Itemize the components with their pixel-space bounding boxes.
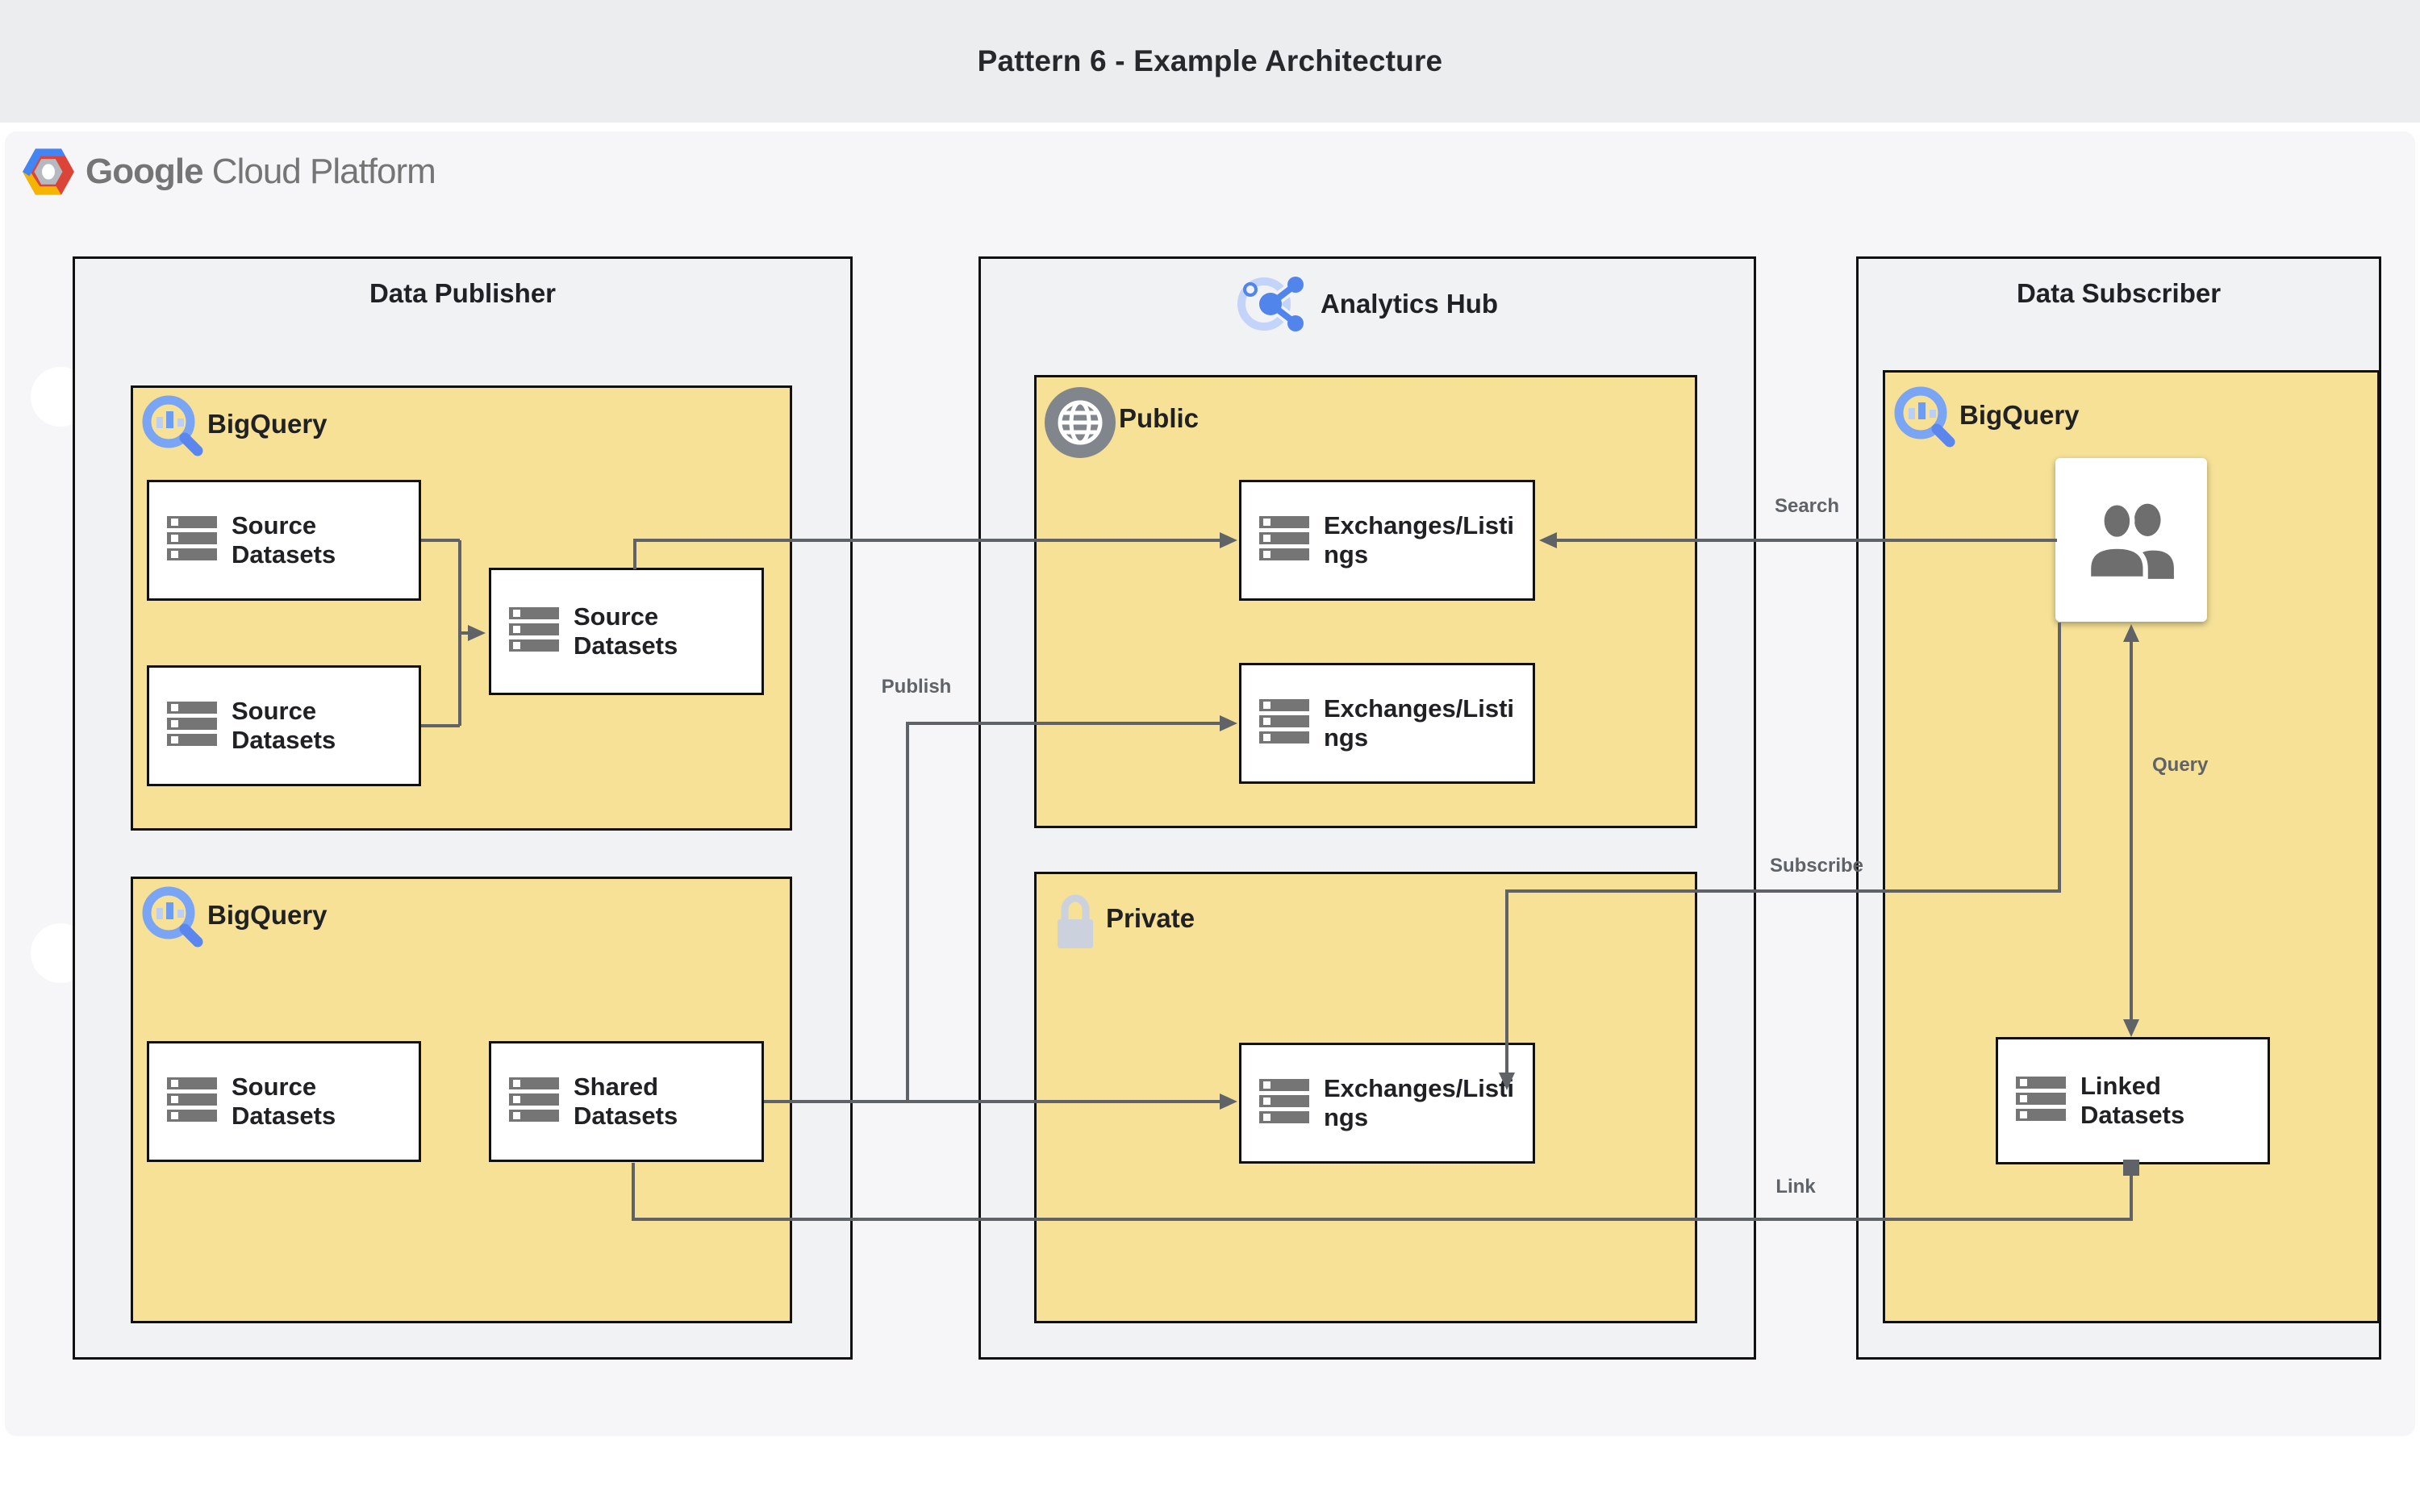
node-exchanges-listings-2: Exchanges/Listings [1239,663,1535,784]
gcp-brand: Google [86,152,204,191]
node-linked-datasets: Linked Datasets [1996,1037,2270,1164]
stacked-datasets-icon [509,1077,559,1126]
node-source-datasets-4: Source Datasets [147,1041,421,1162]
edge-label-search: Search [1774,495,1840,517]
gcp-brand-suffix: Cloud Platform [211,152,436,191]
node-label: Linked Datasets [2080,1072,2185,1129]
gcp-logo: Google Cloud Platform [23,144,436,200]
edge-label-query: Query [2152,754,2209,776]
node-shared-datasets: Shared Datasets [489,1041,764,1162]
edge-label-subscribe: Subscribe [1769,855,1864,877]
node-label: Source Datasets [232,1073,336,1130]
stacked-datasets-icon [2016,1077,2066,1125]
bigquery-icon [142,395,203,456]
node-label: Exchanges/Listings [1324,1074,1515,1131]
stacked-datasets-icon [509,607,559,656]
node-label: Source Datasets [574,602,678,660]
node-label: Source Datasets [232,697,336,754]
node-label: Shared Datasets [574,1073,678,1130]
node-label: Exchanges/Listings [1324,694,1515,752]
globe-icon [1045,387,1116,458]
subscriber-users-card [2055,458,2207,622]
node-source-datasets-2: Source Datasets [147,665,421,786]
users-icon [2085,499,2174,581]
stacked-datasets-icon [1259,516,1309,564]
data-publisher-title: Data Publisher [369,278,557,308]
node-label: Exchanges/Listings [1324,511,1515,569]
analytics-hub-icon [1237,277,1304,331]
private-label: Private [1106,903,1195,933]
page-title: Pattern 6 - Example Architecture [977,44,1443,77]
stacked-datasets-icon [167,702,217,750]
bigquery-label: BigQuery [207,900,328,930]
title-bar: Pattern 6 - Example Architecture [0,0,2420,123]
edge-label-publish: Publish [881,676,952,698]
edge-label-link: Link [1775,1176,1816,1198]
stacked-datasets-icon [1259,699,1309,748]
gcp-hexagon-icon [23,148,74,195]
bigquery-label: BigQuery [1959,400,2080,430]
public-label: Public [1119,403,1200,433]
gcp-logo-text: Google Cloud Platform [86,152,436,192]
node-label: Source Datasets [232,511,336,569]
bigquery-label: BigQuery [207,409,328,439]
node-exchanges-listings-1: Exchanges/Listings [1239,480,1535,601]
data-subscriber-title: Data Subscriber [2016,278,2222,308]
bigquery-icon [1894,386,1955,448]
node-source-datasets-3: Source Datasets [489,568,764,695]
lock-icon [1058,894,1093,948]
stacked-datasets-icon [167,516,217,564]
analytics-hub-title: Analytics Hub [1320,289,1499,319]
bigquery-icon [142,886,203,948]
node-source-datasets-1: Source Datasets [147,480,421,601]
node-exchanges-listings-3: Exchanges/Listings [1239,1043,1535,1164]
stacked-datasets-icon [167,1077,217,1126]
stacked-datasets-icon [1259,1079,1309,1127]
